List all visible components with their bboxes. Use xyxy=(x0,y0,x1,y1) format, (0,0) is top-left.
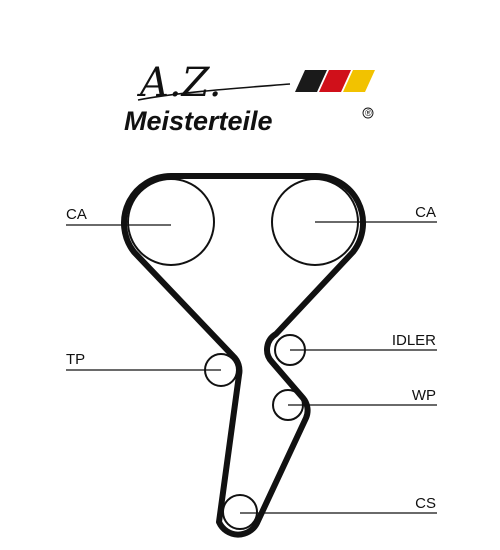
logo-wordmark: Meisterteile xyxy=(124,106,273,136)
label-cs: CS xyxy=(415,495,436,512)
label-ca-right: CA xyxy=(415,204,436,221)
belt-layout: CA CA IDLER TP WP CS xyxy=(66,172,437,538)
registered-mark: ® xyxy=(365,108,372,118)
logo-script-initials: A.Z. xyxy=(136,60,221,106)
flag-stripe-red xyxy=(319,70,351,92)
label-ca-left: CA xyxy=(66,206,87,223)
brand-logo: A.Z. Meisterteile ® xyxy=(124,60,375,136)
camshaft-pulley-left xyxy=(127,178,215,266)
label-tp: TP xyxy=(66,351,85,368)
registered-mark-icon xyxy=(362,107,374,119)
flag-stripe-gold xyxy=(343,70,375,92)
flag-stripe-black xyxy=(295,70,327,92)
label-idler: IDLER xyxy=(392,332,436,349)
logo-swash xyxy=(137,83,291,101)
flag-stripes-icon xyxy=(295,70,375,92)
crankshaft-pulley xyxy=(222,494,258,530)
timing-belt xyxy=(121,172,366,538)
label-wp: WP xyxy=(412,387,436,404)
